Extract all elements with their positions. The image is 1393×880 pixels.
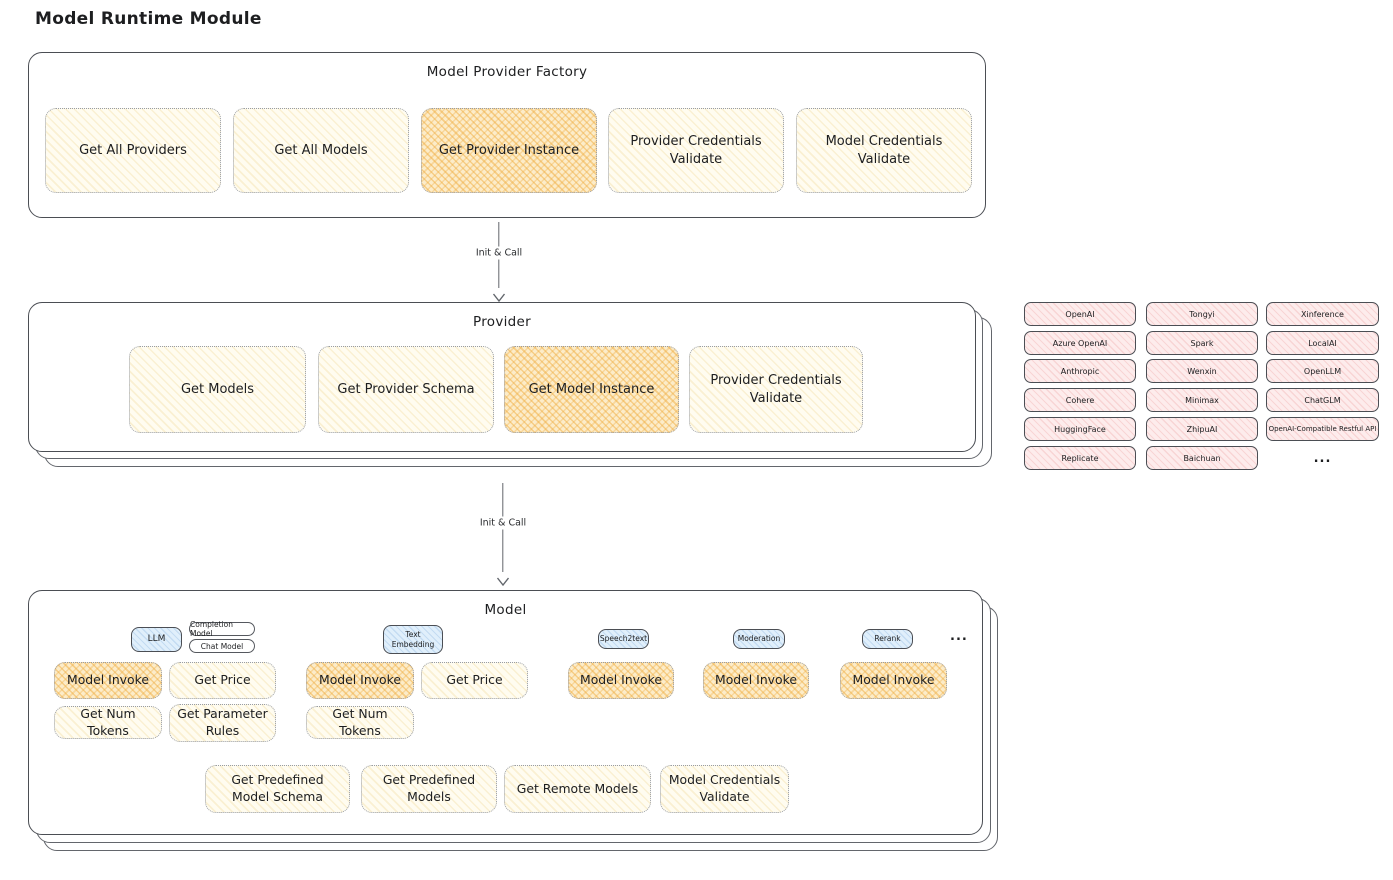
- provider-chatglm: ChatGLM: [1266, 388, 1379, 412]
- node-get-predefined-model-schema: Get Predefined Model Schema: [205, 765, 350, 813]
- node-get-remote-models: Get Remote Models: [504, 765, 651, 813]
- provider-anthropic: Anthropic: [1024, 359, 1136, 383]
- provider-minimax: Minimax: [1146, 388, 1258, 412]
- provider-tongyi: Tongyi: [1146, 302, 1258, 326]
- provider-spark: Spark: [1146, 331, 1258, 355]
- node-get-provider-schema: Get Provider Schema: [318, 346, 494, 433]
- provider-zhipuai: ZhipuAI: [1146, 417, 1258, 441]
- tab-speech2text: Speech2text: [598, 629, 649, 649]
- node-text-embedding-get-num-tokens: Get Num Tokens: [306, 706, 414, 739]
- tab-llm: LLM: [131, 627, 182, 652]
- node-get-model-instance: Get Model Instance: [504, 346, 679, 433]
- page-title: Model Runtime Module: [35, 9, 262, 29]
- provider-openai: OpenAI: [1024, 302, 1136, 326]
- node-provider-credentials-validate-factory: Provider Credentials Validate: [608, 108, 784, 193]
- arrow-label-init-call-2: Init & Call: [475, 516, 531, 530]
- node-get-all-models: Get All Models: [233, 108, 409, 193]
- node-text-embedding-get-price: Get Price: [421, 662, 528, 699]
- node-speech2text-model-invoke: Model Invoke: [568, 662, 674, 699]
- node-get-predefined-models: Get Predefined Models: [361, 765, 497, 813]
- provider-openai-compatible-restful-api: OpenAI-Compatible Restful API: [1266, 417, 1379, 441]
- arrow-init-call-1: Init & Call: [471, 222, 527, 303]
- tab-chat-model: Chat Model: [189, 639, 255, 653]
- model-title: Model: [484, 602, 527, 618]
- tab-rerank: Rerank: [862, 629, 913, 649]
- provider-title: Provider: [473, 314, 531, 330]
- node-moderation-model-invoke: Model Invoke: [703, 662, 809, 699]
- arrow-label-init-call-1: Init & Call: [471, 246, 527, 260]
- model-tabs-ellipsis: ...: [950, 629, 968, 644]
- tab-completion-model: Completion Model: [189, 620, 255, 638]
- provider-wenxin: Wenxin: [1146, 359, 1258, 383]
- factory-title: Model Provider Factory: [426, 64, 588, 80]
- node-text-embedding-model-invoke: Model Invoke: [306, 662, 414, 699]
- provider-huggingface: HuggingFace: [1024, 417, 1136, 441]
- provider-container: Provider Get Models Get Provider Schema …: [28, 302, 976, 452]
- provider-cohere: Cohere: [1024, 388, 1136, 412]
- arrow-head-icon: [496, 571, 510, 587]
- arrow-init-call-2: Init & Call: [475, 483, 531, 587]
- node-llm-get-parameter-rules: Get Parameter Rules: [169, 704, 276, 742]
- node-model-credentials-validate-factory: Model Credentials Validate: [796, 108, 972, 193]
- node-get-models: Get Models: [129, 346, 306, 433]
- provider-xinference: Xinference: [1266, 302, 1379, 326]
- arrow-head-icon: [492, 287, 506, 303]
- node-get-provider-instance: Get Provider Instance: [421, 108, 597, 193]
- model-container: Model LLM Completion Model Chat Model Te…: [28, 590, 983, 835]
- tab-text-embedding: Text Embedding: [383, 625, 443, 654]
- node-model-credentials-validate-model: Model Credentials Validate: [660, 765, 789, 813]
- node-llm-get-num-tokens: Get Num Tokens: [54, 706, 162, 739]
- model-provider-factory-container: Model Provider Factory Get All Providers…: [28, 52, 986, 218]
- provider-baichuan: Baichuan: [1146, 446, 1258, 470]
- node-llm-get-price: Get Price: [169, 662, 276, 699]
- provider-azure-openai: Azure OpenAI: [1024, 331, 1136, 355]
- node-llm-model-invoke: Model Invoke: [54, 662, 162, 699]
- tab-moderation: Moderation: [733, 629, 785, 649]
- node-provider-credentials-validate-provider: Provider Credentials Validate: [689, 346, 863, 433]
- provider-list-ellipsis: ...: [1313, 450, 1332, 466]
- node-rerank-model-invoke: Model Invoke: [840, 662, 947, 699]
- provider-localai: LocalAI: [1266, 331, 1379, 355]
- node-get-all-providers: Get All Providers: [45, 108, 221, 193]
- provider-openllm: OpenLLM: [1266, 359, 1379, 383]
- provider-replicate: Replicate: [1024, 446, 1136, 470]
